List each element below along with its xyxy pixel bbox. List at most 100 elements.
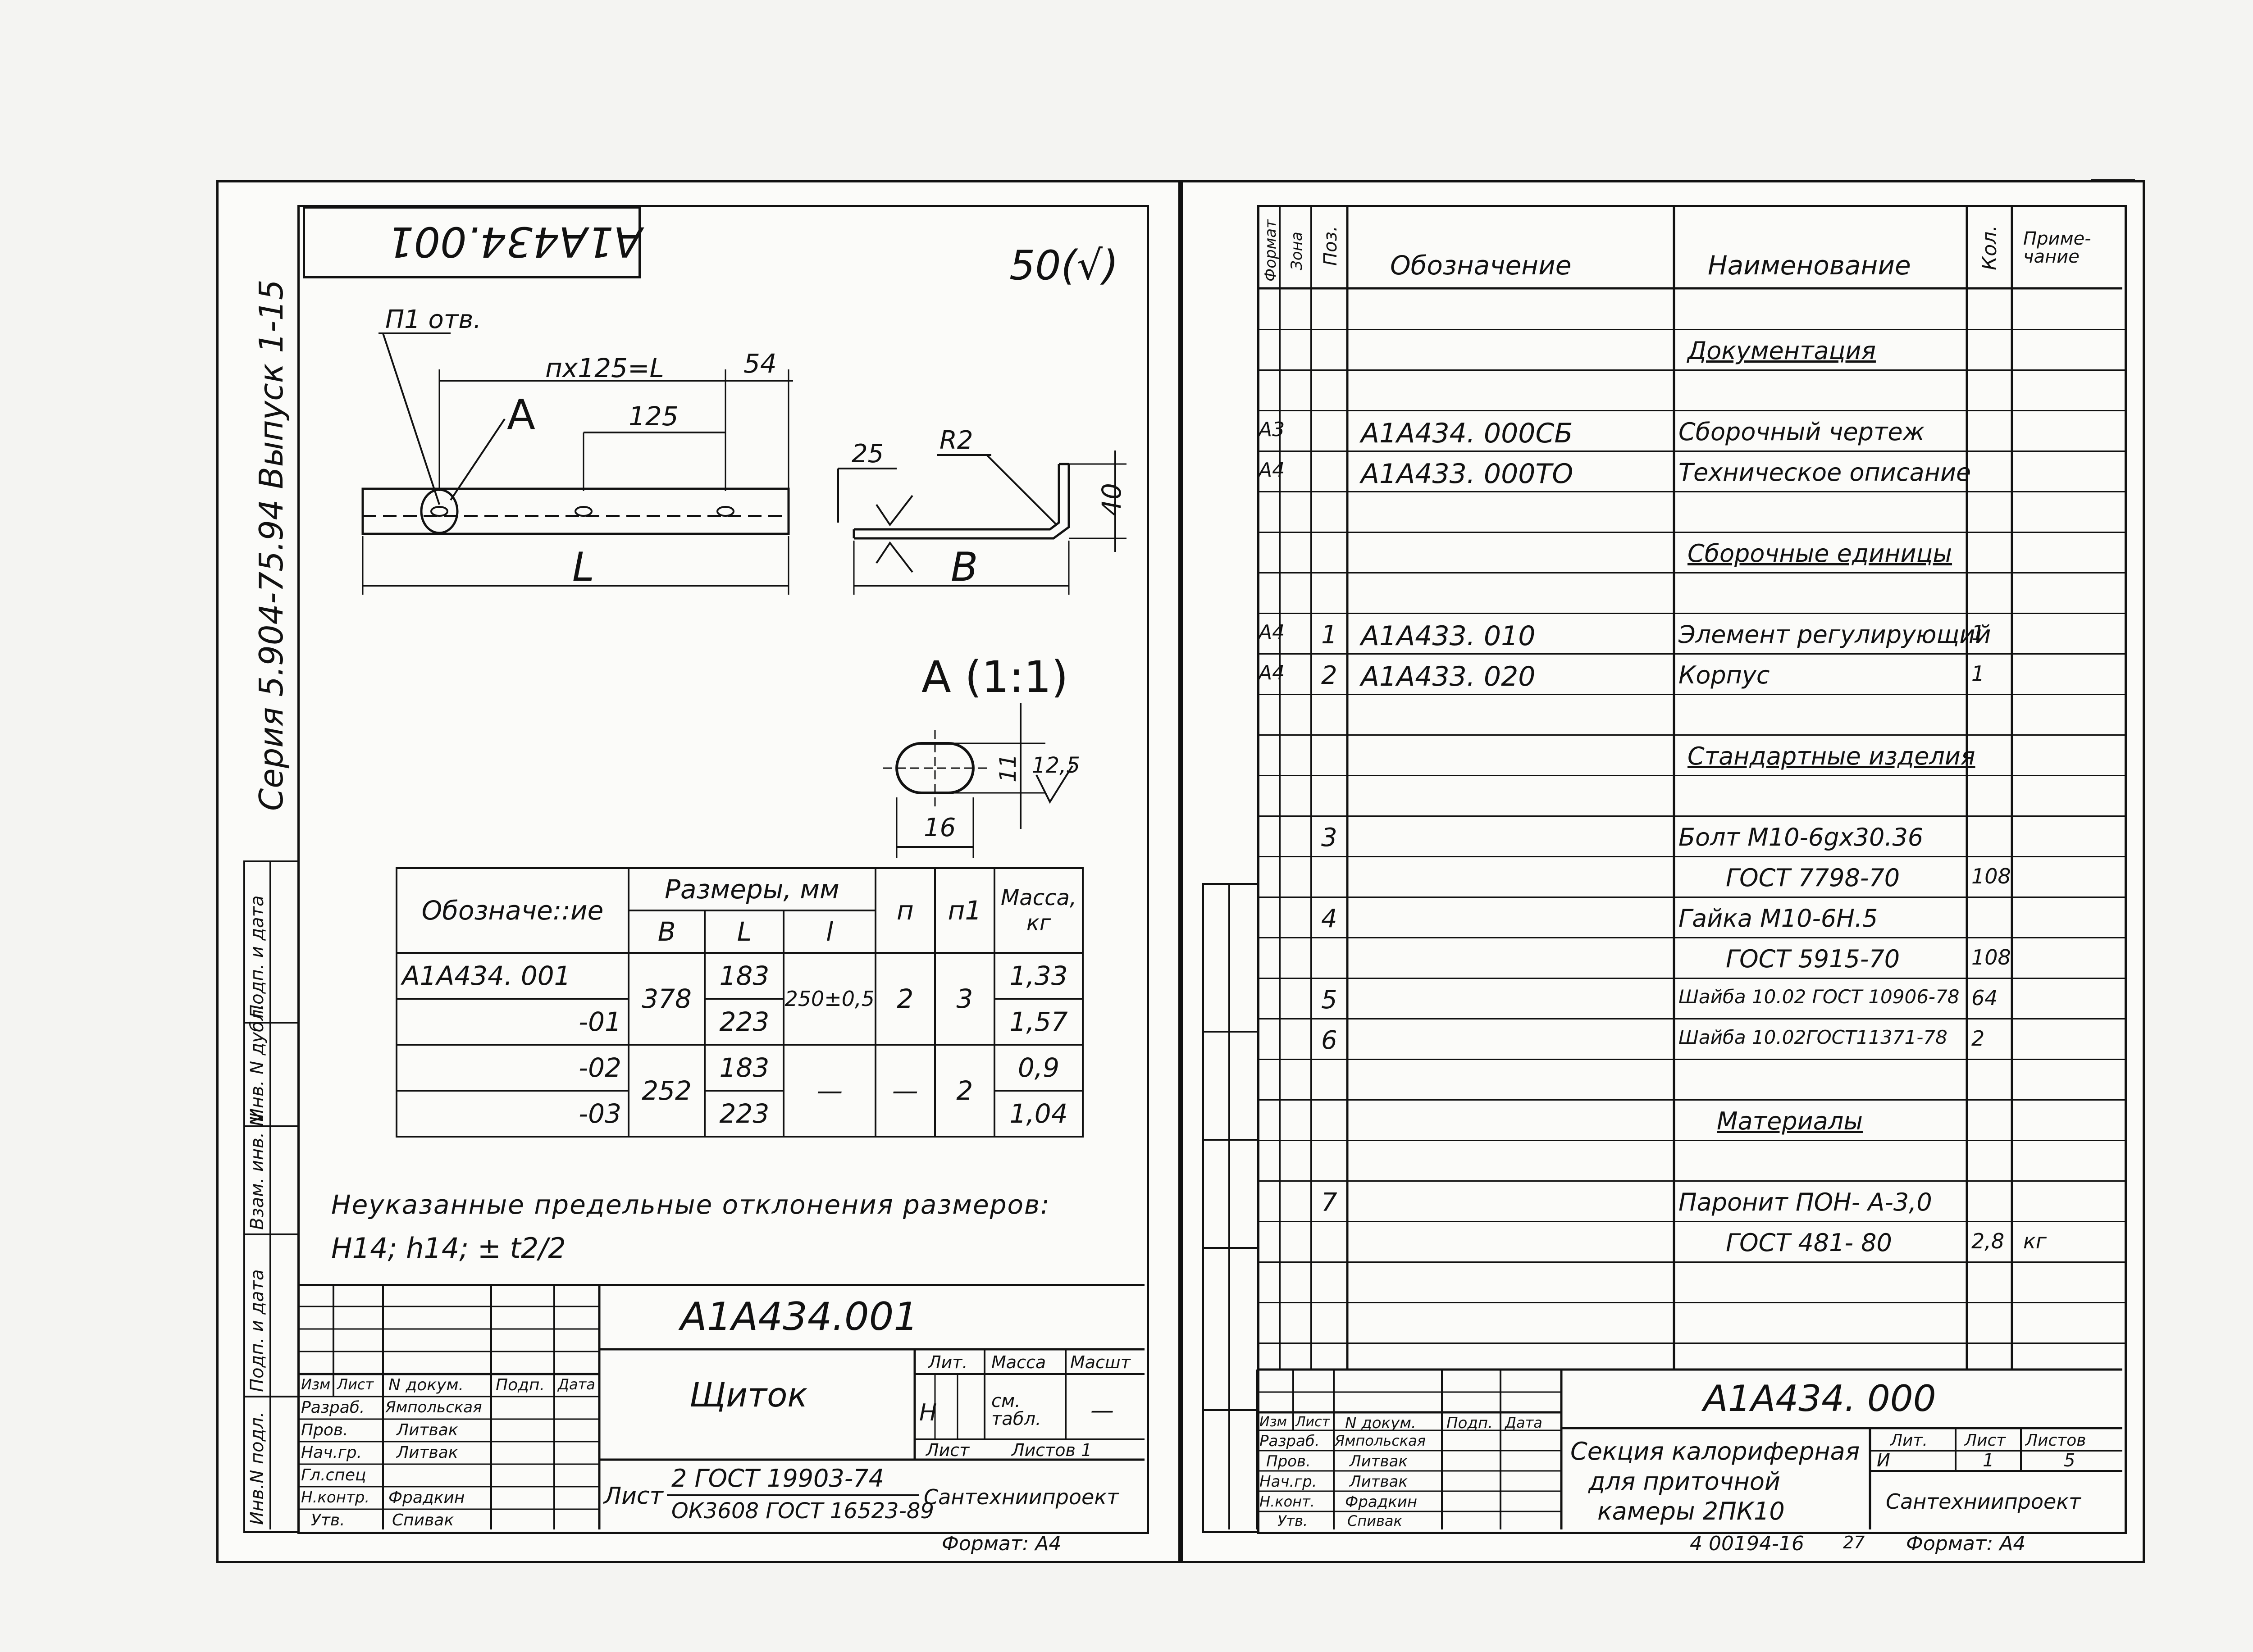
size-table: Обозначе::ие Размеры, мм п п1 Масса, кг … — [396, 867, 1084, 1138]
spec-cell-name: Шайба 10.02 ГОСТ 10906-78 — [1678, 986, 1960, 1008]
spec-cell-pos: 5 — [1321, 985, 1337, 1015]
row2-mass: 1,57 — [994, 997, 1084, 1046]
spec-row-rule — [1257, 451, 2125, 452]
spec-section-title: Сборочные единицы — [1687, 539, 1952, 568]
right-tb-prov-role: Пров. — [1266, 1452, 1311, 1470]
left-tb-lit-h: Лит. — [928, 1352, 968, 1372]
spec-cell-designation: А1А433. 010 — [1361, 620, 1536, 652]
right-format: Формат: А4 — [1906, 1532, 2026, 1555]
spec-cell-name: Гайка М10-6Н.5 — [1678, 904, 1878, 933]
spec-cell-qty: 1 — [1971, 621, 1985, 645]
row3-mass: 0,9 — [994, 1043, 1084, 1092]
tolerance-note: Неуказанные предельные отклонения размер… — [331, 1189, 1050, 1220]
left-tb-razrab-name: Ямпольская — [385, 1398, 482, 1416]
label-b: B — [951, 544, 978, 590]
th-sizes: Размеры, мм — [627, 867, 876, 911]
right-tb-nach-name: Литвак — [1350, 1473, 1408, 1491]
spec-header-name: Наименование — [1708, 250, 1911, 281]
spec-section-title: Материалы — [1717, 1107, 1863, 1135]
spec-cell-qty: 2,8 — [1971, 1229, 2005, 1253]
spec-row-rule — [1257, 897, 2125, 898]
right-tb-lit-v: И — [1877, 1450, 1890, 1471]
spec-cell-name: Паронит ПОН- А-3,0 — [1678, 1188, 1932, 1216]
th-designation: Обозначе::ие — [396, 867, 629, 954]
spec-cell-designation: А1А434. 000СБ — [1361, 418, 1573, 449]
left-tb-col-podp: Подп. — [496, 1376, 545, 1394]
right-tb-nkontr-name: Фрадкин — [1345, 1493, 1418, 1511]
right-tb-col-izm: Изм — [1259, 1414, 1287, 1430]
stamp-box — [303, 206, 641, 278]
row3-n1: 2 — [934, 1043, 996, 1138]
right-side-stamp — [1202, 883, 1259, 1533]
left-tb-prov-name: Литвак — [397, 1421, 458, 1439]
row1-L: 183 — [704, 951, 785, 1000]
spec-cell-designation: А1А433. 000ТО — [1361, 458, 1573, 490]
spec-row-rule — [1257, 1302, 2125, 1303]
left-tb-code: А1А434.001 — [680, 1294, 919, 1339]
dim-r2: R2 — [940, 426, 973, 455]
row1-n1: 3 — [934, 951, 996, 1046]
spec-cell-qty: 1 — [1971, 661, 1985, 686]
archive-number: 4 00194-16 — [1690, 1532, 1804, 1555]
left-tb-name: Щиток — [689, 1376, 808, 1415]
row3-n: — — [874, 1043, 936, 1138]
spec-cell-name: Болт М10-6gх30.36 — [1678, 823, 1924, 851]
left-tb-nkontr-role: Н.контр. — [301, 1488, 370, 1506]
left-tb-col-izm: Изм — [301, 1376, 331, 1393]
archive-sheet: 27 — [1843, 1533, 1865, 1552]
right-tb-nkontr-role: Н.конт. — [1259, 1493, 1315, 1510]
spec-cell-pos: 7 — [1321, 1188, 1337, 1217]
spec-row-rule — [1257, 937, 2125, 938]
spec-cell-name: ГОСТ 5915-70 — [1726, 945, 1900, 973]
spec-header-note: Приме- чание — [2023, 228, 2091, 267]
left-tb-nach-role: Нач.гр. — [301, 1443, 362, 1462]
spec-cell-format: А4 — [1259, 459, 1285, 482]
spec-cell-qty: 64 — [1971, 986, 1998, 1010]
spec-cell-pos: 4 — [1321, 904, 1337, 933]
spec-cell-name: Элемент регулирующий — [1678, 620, 1991, 649]
left-format: Формат: А4 — [942, 1532, 1062, 1555]
left-tb-listov-h: Листов 1 — [1012, 1440, 1092, 1460]
spec-cell-name: Сборочный чертеж — [1678, 418, 1925, 446]
left-tb-nkontr-name: Фрадкин — [388, 1488, 465, 1507]
spec-cell-qty: 108 — [1971, 864, 2011, 888]
left-tb-material-top: 2 ГОСТ 19903-74 — [671, 1464, 884, 1493]
spec-row-rule — [1257, 572, 2125, 573]
label-l: L — [572, 544, 595, 590]
right-drawing-border — [1257, 205, 2127, 1534]
left-tb-masht-h: Масшт — [1070, 1352, 1131, 1372]
spec-row-rule — [1257, 410, 2125, 411]
spec-row-rule — [1257, 491, 2125, 492]
spec-cell-pos: 6 — [1321, 1026, 1337, 1055]
row1-l: 250±0,5 — [783, 951, 876, 1046]
dim-125: 125 — [629, 401, 679, 432]
left-tb-massa-v: см. табл. — [991, 1391, 1041, 1429]
th-b: B — [627, 909, 706, 954]
row2-L: 223 — [704, 997, 785, 1046]
spec-cell-name: Техническое описание — [1678, 458, 1971, 487]
spec-cell-name: Шайба 10.02ГОСТ11371-78 — [1678, 1026, 1947, 1048]
spec-row-rule — [1257, 694, 2125, 695]
left-title-block — [297, 1284, 1145, 1532]
left-tb-nach-name: Литвак — [397, 1443, 458, 1462]
dim-25: 25 — [852, 439, 884, 469]
right-tb-col-ndok: N докум. — [1345, 1414, 1416, 1432]
left-tb-material-rule — [667, 1494, 919, 1496]
spec-row-rule — [1257, 1180, 2125, 1182]
right-tb-code: А1А434. 000 — [1703, 1378, 1936, 1420]
right-tb-lit-h: Лит. — [1890, 1431, 1928, 1450]
row3-L: 183 — [704, 1043, 785, 1092]
right-tb-razrab-name: Ямпольская — [1335, 1432, 1426, 1449]
right-tb-col-data: Дата — [1505, 1414, 1542, 1431]
row1-n: 2 — [874, 951, 936, 1046]
spec-cell-pos: 2 — [1321, 661, 1337, 690]
spec-row-rule — [1257, 1099, 2125, 1101]
row4-L: 223 — [704, 1089, 785, 1138]
dim-pitch: пх125=L — [545, 353, 664, 383]
spec-row-rule — [1257, 775, 2125, 776]
right-tb-name-2: для приточной — [1588, 1467, 1781, 1496]
left-tb-col-list: Лист — [337, 1376, 374, 1393]
